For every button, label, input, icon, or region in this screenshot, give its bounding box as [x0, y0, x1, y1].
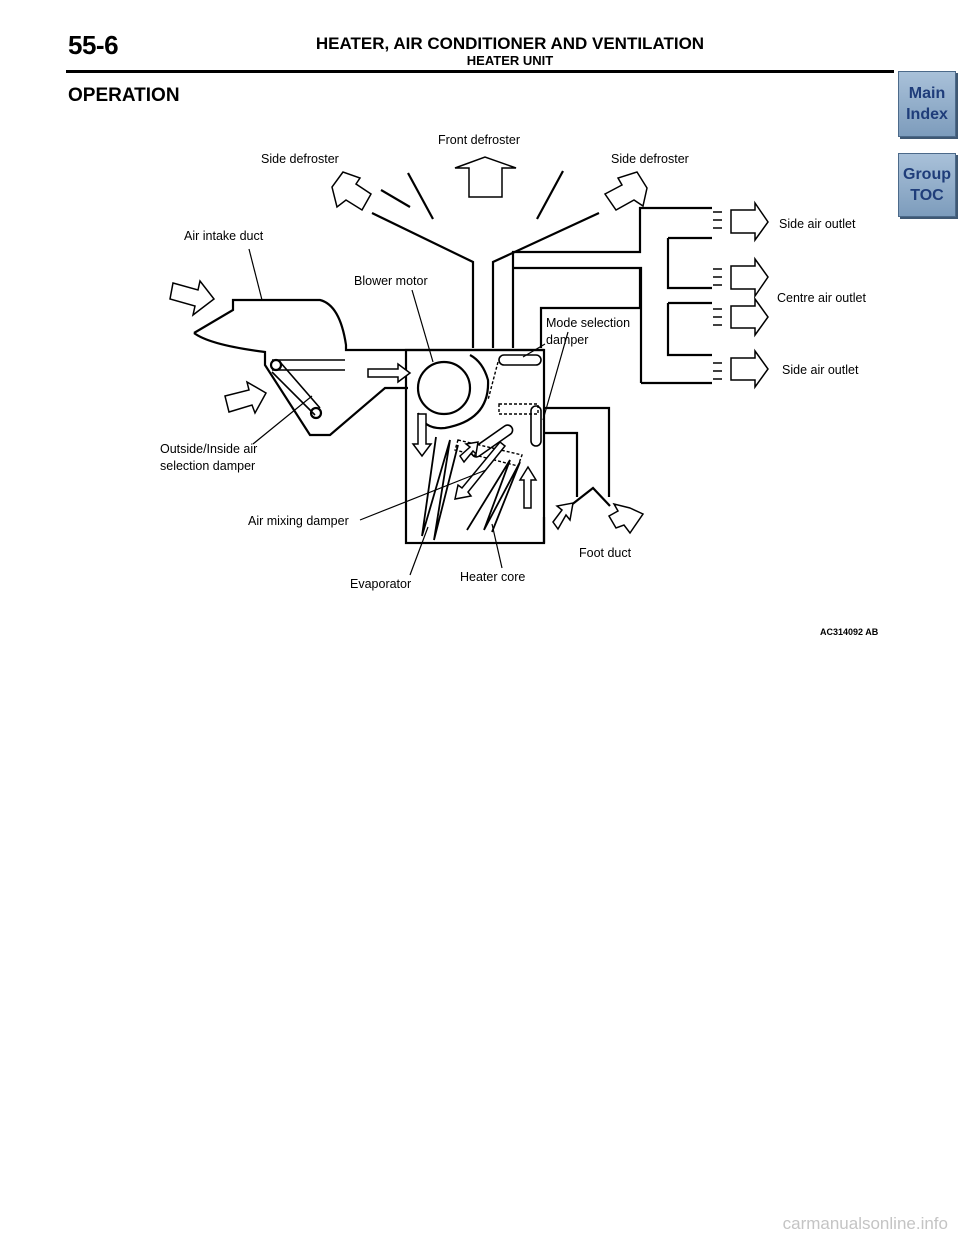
mode-duct: [539, 268, 642, 348]
main-index-button[interactable]: Main Index: [898, 71, 956, 137]
damper-pivot-2: [309, 406, 323, 420]
air-intake-duct-outline: [193, 298, 544, 352]
page-number: 55-6: [68, 30, 119, 60]
airflow-arrow-mix-lower: [454, 440, 507, 500]
foot-duct-label: Foot duct: [579, 546, 632, 560]
section-title: HEATER UNIT: [466, 53, 554, 68]
centre-air-outlet-arrow-upper: [730, 256, 769, 299]
airflow-arrow-evaporator: [411, 413, 433, 458]
side-defroster-left-label: Side defroster: [261, 152, 339, 166]
louver-ticks-2: [713, 268, 722, 286]
air-mixing-damper-alt: [454, 439, 523, 467]
face-duct-upper: [511, 206, 712, 348]
side-air-outlet-bottom-arrow: [730, 348, 769, 390]
mode-damper-lower: [530, 405, 542, 447]
heater-core-label: Heater core: [460, 570, 525, 584]
leader-air-mixing-damper: [359, 469, 487, 521]
watermark-footer: carmanualsonline.info: [782, 1214, 948, 1233]
airflow-arrow-blower: [367, 362, 412, 384]
side-air-outlet-top-arrow: [730, 200, 769, 243]
face-duct-branches: [512, 236, 712, 385]
louver-ticks-4: [713, 362, 722, 380]
air-mixing-damper: [470, 424, 514, 458]
group-toc-label-line1: Group: [903, 166, 951, 183]
airflow-arrow-mix-upper: [459, 441, 479, 464]
outside-air-arrow: [169, 279, 216, 317]
side-air-outlet-bottom-label: Side air outlet: [782, 363, 859, 377]
mode-damper-alt-2: [498, 403, 539, 415]
main-index-label-line2: Index: [906, 106, 948, 123]
leader-evaporator: [409, 526, 429, 576]
evaporator-label: Evaporator: [350, 577, 411, 591]
intake-housing-lower: [193, 332, 408, 437]
louver-ticks-3: [713, 308, 722, 326]
chapter-title: HEATER, AIR CONDITIONER AND VENTILATION: [315, 34, 705, 53]
defroster-louver-left: [380, 189, 411, 208]
defroster-louver-left-2: [407, 172, 434, 220]
side-defroster-right-arrow: [603, 171, 648, 211]
centre-air-outlet-label: Centre air outlet: [777, 291, 866, 305]
front-defroster-label: Front defroster: [438, 133, 520, 147]
left-defroster-duct: [371, 212, 475, 348]
group-toc-label-line2: TOC: [910, 187, 944, 204]
inside-air-arrow: [224, 380, 268, 415]
mode-damper-upper: [498, 354, 542, 366]
main-index-label-line1: Main: [908, 85, 946, 102]
operation-heading: OPERATION: [68, 85, 180, 106]
group-toc-button[interactable]: Group TOC: [898, 153, 956, 217]
leader-air-intake-duct: [248, 248, 263, 301]
leader-mode-selection-damper: [522, 331, 569, 421]
side-defroster-right-label: Side defroster: [611, 152, 689, 166]
foot-duct-left-arrow: [552, 502, 574, 531]
leader-outside-inside-damper: [252, 395, 313, 445]
defroster-louver-right: [536, 170, 564, 220]
airflow-arrow-heater: [518, 465, 538, 509]
leader-blower-motor: [411, 289, 434, 363]
mode-selection-damper-label-2: damper: [546, 333, 588, 347]
damper-outline-upper: [272, 359, 345, 371]
leader-heater-core: [491, 523, 503, 569]
mode-selection-damper-label-1: Mode selection: [546, 316, 630, 330]
foot-duct: [542, 406, 611, 543]
blower-motor: [416, 360, 472, 416]
centre-air-outlet-arrow-lower: [730, 296, 769, 338]
side-defroster-left-arrow: [331, 171, 372, 212]
side-air-outlet-top-label: Side air outlet: [779, 217, 856, 231]
evaporator-core: [421, 436, 459, 541]
heater-core: [466, 459, 521, 533]
air-mixing-damper-label: Air mixing damper: [248, 514, 349, 528]
foot-duct-right-arrow: [607, 502, 645, 535]
right-defroster-duct: [491, 212, 600, 348]
damper-outline-swing: [271, 361, 321, 416]
blower-motor-label: Blower motor: [354, 274, 428, 288]
front-defroster-arrow: [454, 156, 517, 198]
heater-unit-diagram: Front defroster Side defroster Side defr…: [160, 133, 879, 637]
outside-inside-damper-label-1: Outside/Inside air: [160, 442, 257, 456]
header-divider: [66, 70, 894, 73]
damper-pivot: [269, 358, 283, 372]
heater-unit-case: [404, 348, 546, 545]
outside-inside-damper-label-2: selection damper: [160, 459, 255, 473]
air-intake-duct-label: Air intake duct: [184, 229, 264, 243]
figure-id: AC314092 AB: [820, 627, 879, 637]
blower-scroll: [416, 354, 490, 430]
mode-damper-alt-1: [487, 361, 499, 401]
louver-ticks-1: [713, 211, 722, 229]
foot-duct-split: [569, 486, 611, 507]
